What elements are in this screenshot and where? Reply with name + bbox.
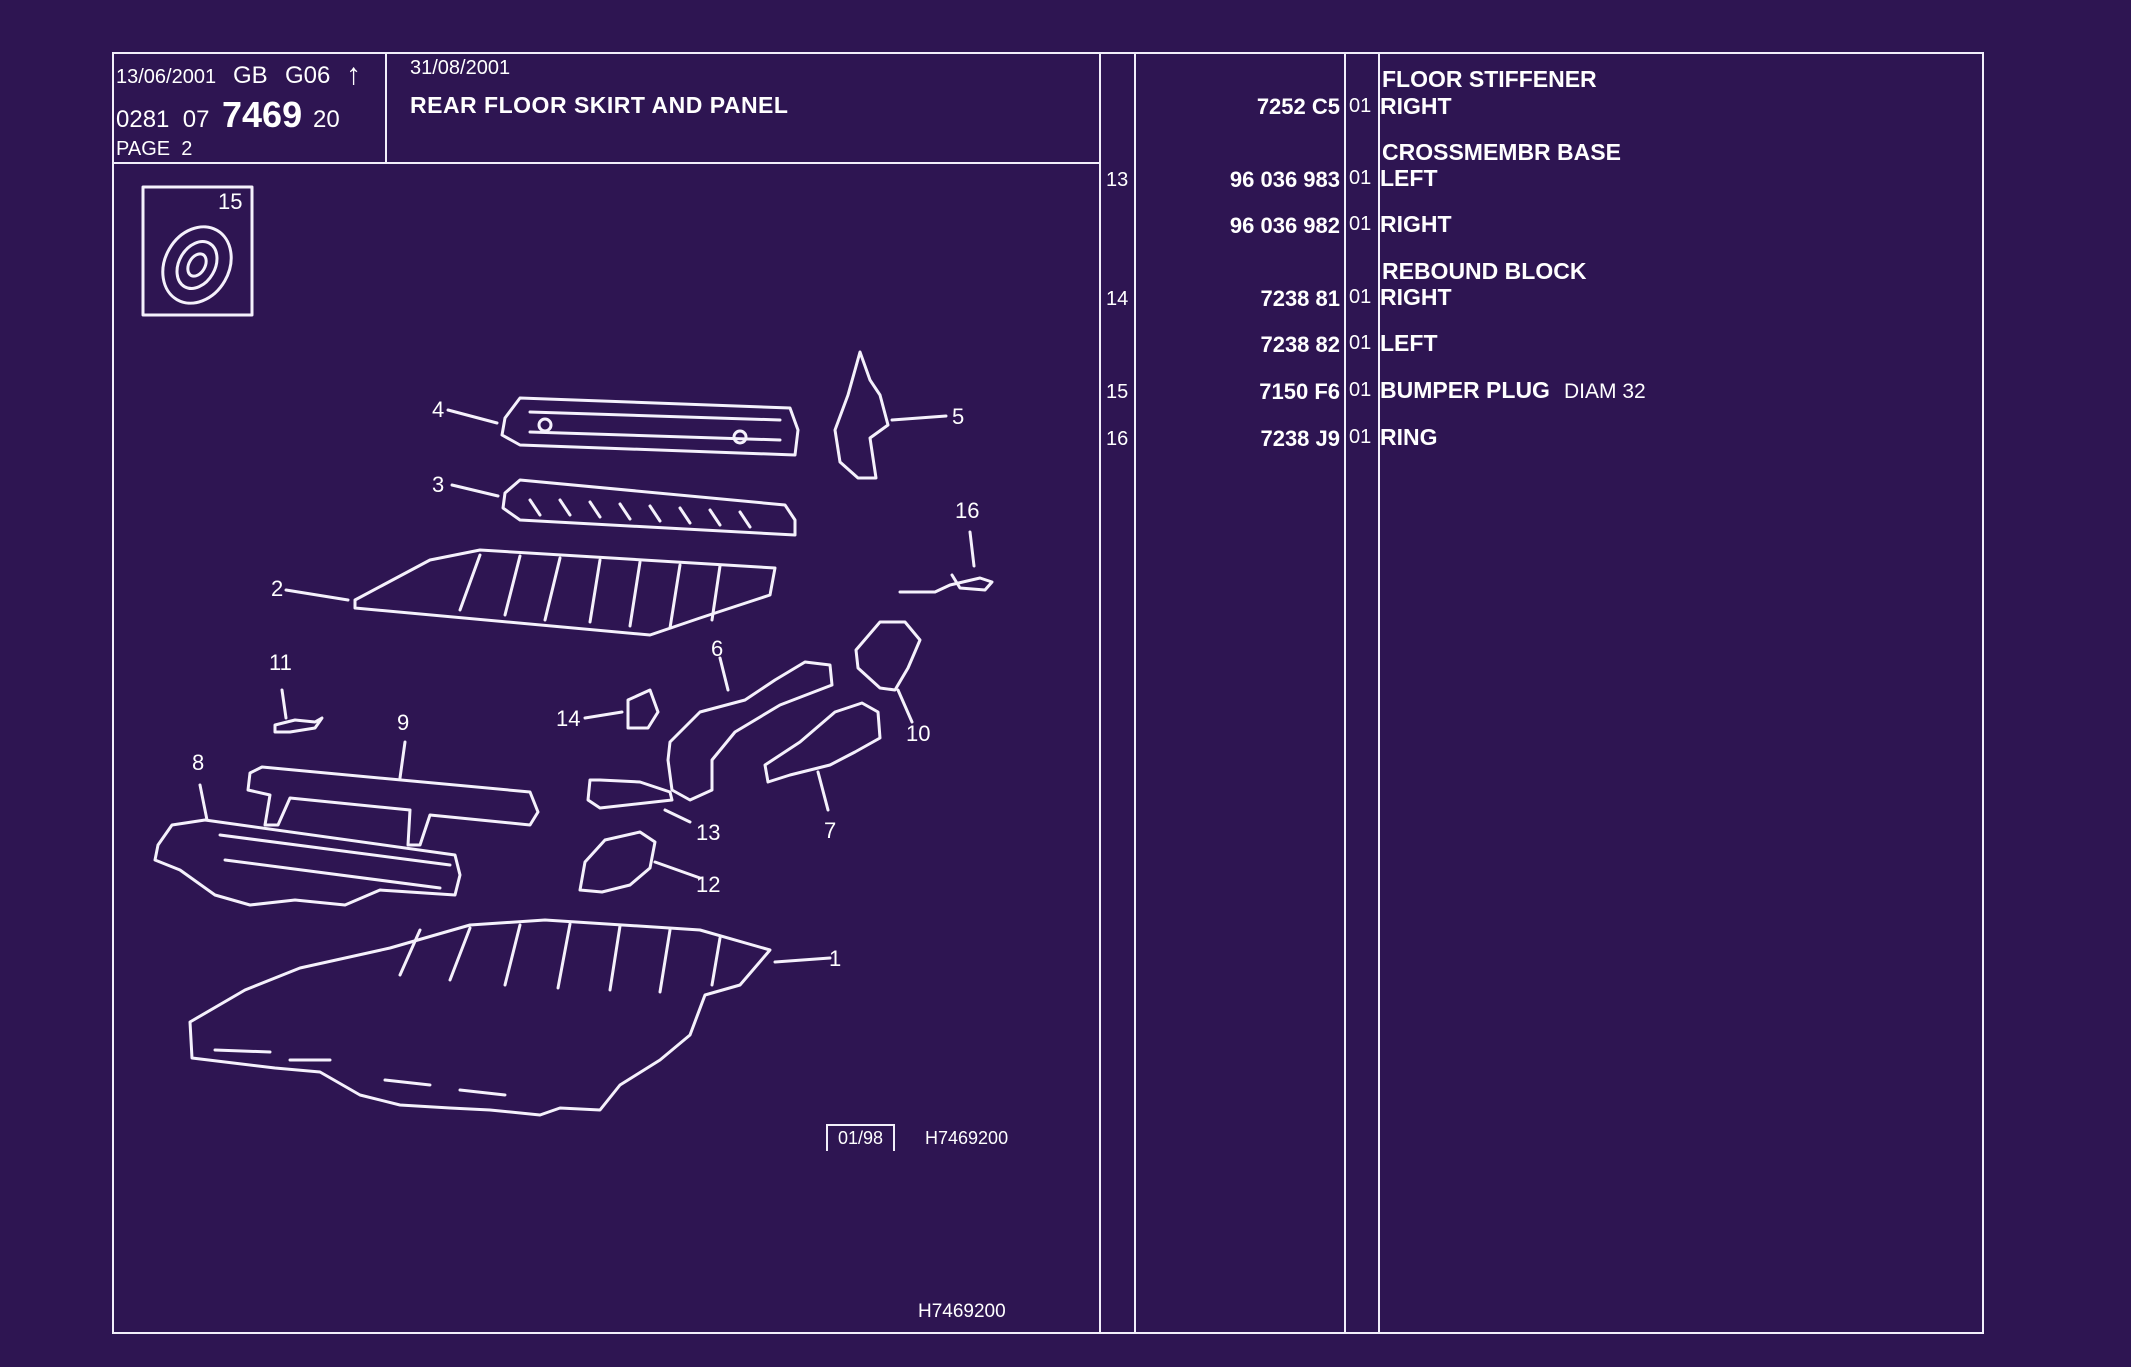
footer-ref: H7469200 bbox=[918, 1301, 1006, 1322]
part-qty: 01 bbox=[1349, 379, 1372, 401]
part-number: 7238 82 bbox=[1260, 332, 1340, 357]
part-number: 96 036 983 bbox=[1229, 167, 1340, 192]
part-desc: RIGHT bbox=[1380, 284, 1452, 310]
callout-14: 14 bbox=[556, 706, 581, 731]
col-line-3 bbox=[1344, 52, 1346, 1334]
callout-3: 3 bbox=[432, 472, 445, 497]
part-ref: 16 bbox=[1106, 428, 1129, 450]
callout-12: 12 bbox=[696, 872, 721, 897]
callout-4: 4 bbox=[432, 397, 445, 422]
header-divider bbox=[112, 162, 1099, 164]
part-number: 7238 J9 bbox=[1260, 426, 1340, 451]
callout-1: 1 bbox=[829, 946, 842, 971]
header-code-main: 7469 bbox=[222, 94, 303, 135]
part-qty: 01 bbox=[1349, 95, 1372, 117]
part-desc: RIGHT bbox=[1380, 93, 1452, 119]
part-ref: 13 bbox=[1106, 169, 1129, 191]
callout-11: 11 bbox=[269, 650, 292, 675]
part-10-shape bbox=[854, 620, 922, 692]
part-number: 7252 C5 bbox=[1256, 94, 1340, 119]
callout-5: 5 bbox=[952, 404, 965, 429]
part-heading: FLOOR STIFFENER bbox=[1382, 66, 1597, 92]
part-desc: LEFT bbox=[1380, 165, 1438, 191]
part-4-shape bbox=[500, 396, 800, 457]
part-2-shape bbox=[353, 548, 777, 637]
part-number: 7238 81 bbox=[1260, 286, 1340, 311]
part-number: 96 036 982 bbox=[1229, 213, 1340, 238]
outer-frame bbox=[112, 52, 1984, 1334]
col-line-4 bbox=[1378, 52, 1380, 1334]
callout-10: 10 bbox=[906, 721, 931, 746]
header-date-right: 31/08/2001 bbox=[410, 57, 511, 79]
header-page: PAGE 2 bbox=[116, 138, 193, 160]
header-vdivider bbox=[385, 52, 387, 162]
callout-6: 6 bbox=[711, 636, 724, 661]
part-qty: 01 bbox=[1349, 167, 1372, 189]
header-group: G06 bbox=[285, 62, 331, 89]
col-line-1 bbox=[1099, 52, 1101, 1334]
part-3-shape bbox=[501, 478, 797, 537]
bumper-plug-shape bbox=[161, 225, 233, 305]
page-title: REAR FLOOR SKIRT AND PANEL bbox=[410, 92, 789, 118]
header-date-left: 13/06/2001 bbox=[116, 66, 217, 88]
part-12-shape bbox=[578, 830, 657, 894]
part-desc: RIGHT bbox=[1380, 211, 1452, 237]
part-5-shape bbox=[833, 350, 890, 480]
part-extra: DIAM 32 bbox=[1564, 380, 1646, 403]
part-qty: 01 bbox=[1349, 286, 1372, 308]
part-6-shape bbox=[666, 660, 834, 802]
stamp-box: 01/98 bbox=[826, 1124, 896, 1151]
part-heading: CROSSMEMBR BASE bbox=[1382, 139, 1621, 165]
header-arrow-icon: ↑ bbox=[346, 58, 361, 91]
part-heading: REBOUND BLOCK bbox=[1382, 258, 1587, 284]
part-qty: 01 bbox=[1349, 213, 1372, 235]
part-16-shape bbox=[898, 573, 994, 594]
callout-13: 13 bbox=[696, 820, 721, 845]
callout-16: 16 bbox=[955, 498, 980, 523]
callout-8: 8 bbox=[192, 750, 205, 775]
col-line-2 bbox=[1134, 52, 1136, 1334]
part-9-shape bbox=[246, 765, 540, 847]
inset-box bbox=[141, 185, 254, 317]
part-qty: 01 bbox=[1349, 332, 1372, 354]
part-8-shape bbox=[153, 818, 462, 907]
part-7-shape bbox=[763, 701, 882, 784]
part-1-shape bbox=[188, 918, 772, 1117]
callout-2: 2 bbox=[271, 576, 284, 601]
part-desc: RING bbox=[1380, 424, 1438, 450]
stamp-ref: H7469200 bbox=[925, 1128, 1009, 1148]
part-ref: 15 bbox=[1106, 381, 1129, 403]
part-desc: LEFT bbox=[1380, 330, 1438, 356]
callout-9: 9 bbox=[397, 710, 410, 735]
header-lang: GB bbox=[233, 62, 268, 89]
header-code-prefix: 0281 07 bbox=[116, 106, 210, 133]
part-desc: BUMPER PLUG bbox=[1380, 377, 1550, 403]
part-ref: 14 bbox=[1106, 288, 1129, 310]
part-14-shape bbox=[626, 688, 660, 730]
part-qty: 01 bbox=[1349, 426, 1372, 448]
part-13-shape bbox=[586, 778, 674, 810]
part-11-shape bbox=[273, 716, 324, 734]
part-number: 7150 F6 bbox=[1259, 379, 1340, 404]
inset-label: 15 bbox=[218, 189, 243, 214]
header-code-suffix: 20 bbox=[313, 106, 340, 133]
callout-7: 7 bbox=[824, 818, 837, 843]
